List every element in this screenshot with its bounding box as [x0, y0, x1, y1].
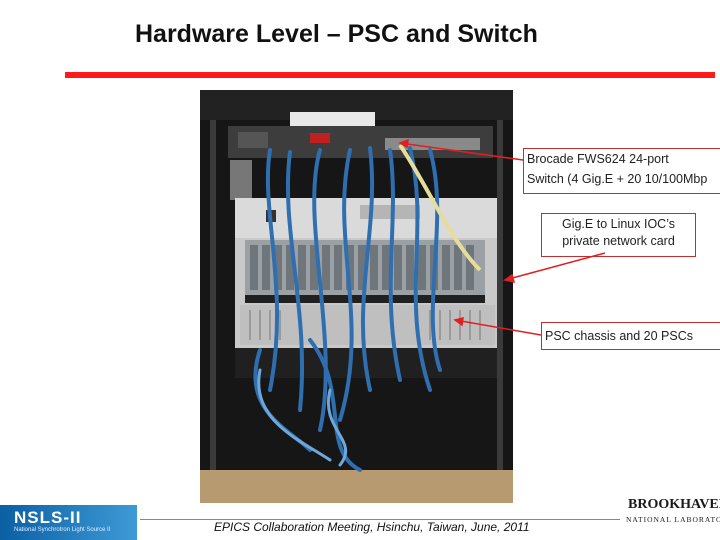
brookhaven-logo-name: BROOKHAVEN [628, 497, 720, 512]
brookhaven-logo-subtitle: NATIONAL LABORATORY [626, 515, 720, 524]
page-title: Hardware Level – PSC and Switch [135, 20, 538, 48]
switch-callout: Brocade FWS624 24-port Switch (4 Gig.E +… [523, 148, 720, 194]
gige-callout-line-1: Gig.E to Linux IOC’s [561, 217, 675, 231]
nsls-logo: NSLS-II National Synchrotron Light Sourc… [0, 505, 137, 540]
switch-callout-line-1: Brocade FWS624 24-port [527, 152, 669, 166]
gige-arrow [504, 252, 606, 281]
gige-callout-line-2: private network card [562, 234, 675, 248]
psc-callout: PSC chassis and 20 PSCs [541, 322, 720, 350]
nsls-logo-subtitle: National Synchrotron Light Source II [14, 527, 111, 533]
brookhaven-logo: BROOKHAVEN NATIONAL LABORATORY [622, 497, 720, 537]
nsls-logo-text: NSLS-II [14, 508, 82, 527]
switch-callout-line-2: Switch (4 Gig.E + 20 10/100Mbp [527, 172, 708, 186]
title-divider [65, 72, 715, 78]
footer-divider [140, 519, 620, 520]
gige-callout: Gig.E to Linux IOC’s private network car… [541, 213, 696, 257]
rack-photo [200, 90, 513, 503]
footer-text: EPICS Collaboration Meeting, Hsinchu, Ta… [214, 520, 530, 534]
psc-callout-line-1: PSC chassis and 20 PSCs [545, 329, 693, 343]
